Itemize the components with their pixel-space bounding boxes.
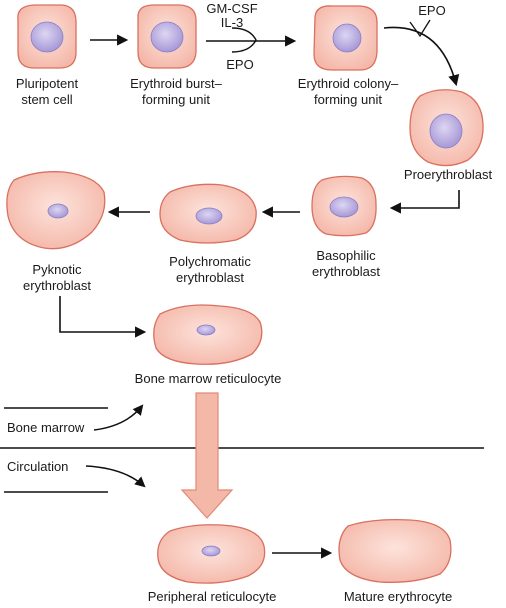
label-pluripotent-stem-cell: Pluripotent stem cell <box>15 76 79 107</box>
arrow-cfu-to-proerythroblast <box>383 26 460 87</box>
cell-mature-erythrocyte <box>338 518 452 583</box>
label-peripheral-reticulocyte: Peripheral reticulocyte <box>147 589 277 604</box>
label-il3: IL-3 <box>220 15 244 30</box>
cell-bone-marrow-reticulocyte <box>153 304 263 365</box>
nucleus <box>332 23 362 53</box>
label-erythroid-cfu: Erythroid colony– forming unit <box>297 76 399 107</box>
nucleus <box>201 545 221 557</box>
label-polychromatic-erythroblast: Polychromatic erythroblast <box>169 254 251 285</box>
nucleus <box>195 207 223 225</box>
cell-pluripotent-stem-cell <box>17 4 77 69</box>
nucleus <box>429 113 463 149</box>
label-epo-bfu: EPO <box>226 57 254 72</box>
label-circulation: Circulation <box>7 459 69 474</box>
nucleus <box>196 324 216 336</box>
nucleus <box>329 196 359 218</box>
cell-peripheral-reticulocyte <box>157 524 266 584</box>
arrow-pyknotic-to-reticulocyte <box>59 296 147 338</box>
arrow-proerythroblast-to-basophilic <box>389 190 460 214</box>
nucleus <box>47 203 69 219</box>
release-arrow-icon <box>180 392 234 519</box>
circulation-arrow <box>85 465 146 488</box>
nucleus <box>30 21 64 53</box>
label-pyknotic-erythroblast: Pyknotic erythroblast <box>23 262 91 293</box>
nucleus <box>150 21 184 53</box>
cell-erythroid-bfu <box>137 4 197 69</box>
label-gm-csf: GM-CSF <box>206 1 258 16</box>
cell-erythroid-cfu <box>313 5 378 71</box>
label-erythroid-bfu: Erythroid burst– forming unit <box>130 76 222 107</box>
label-basophilic-erythroblast: Basophilic erythroblast <box>312 248 380 279</box>
epo-indicator-icon <box>409 19 431 38</box>
factor-brace-icon <box>231 27 257 53</box>
label-bone-marrow-reticulocyte: Bone marrow reticulocyte <box>134 371 282 386</box>
label-mature-erythrocyte: Mature erythrocyte <box>343 589 453 604</box>
cell-polychromatic-erythroblast <box>159 183 257 244</box>
cell-basophilic-erythroblast <box>311 175 377 237</box>
label-epo-cfu: EPO <box>418 3 446 18</box>
label-proerythroblast: Proerythroblast <box>403 167 493 182</box>
cell-pyknotic-erythroblast <box>6 171 106 250</box>
cell-proerythroblast <box>409 89 484 167</box>
bone-marrow-arrow <box>93 404 144 431</box>
label-bone-marrow: Bone marrow <box>7 420 85 435</box>
